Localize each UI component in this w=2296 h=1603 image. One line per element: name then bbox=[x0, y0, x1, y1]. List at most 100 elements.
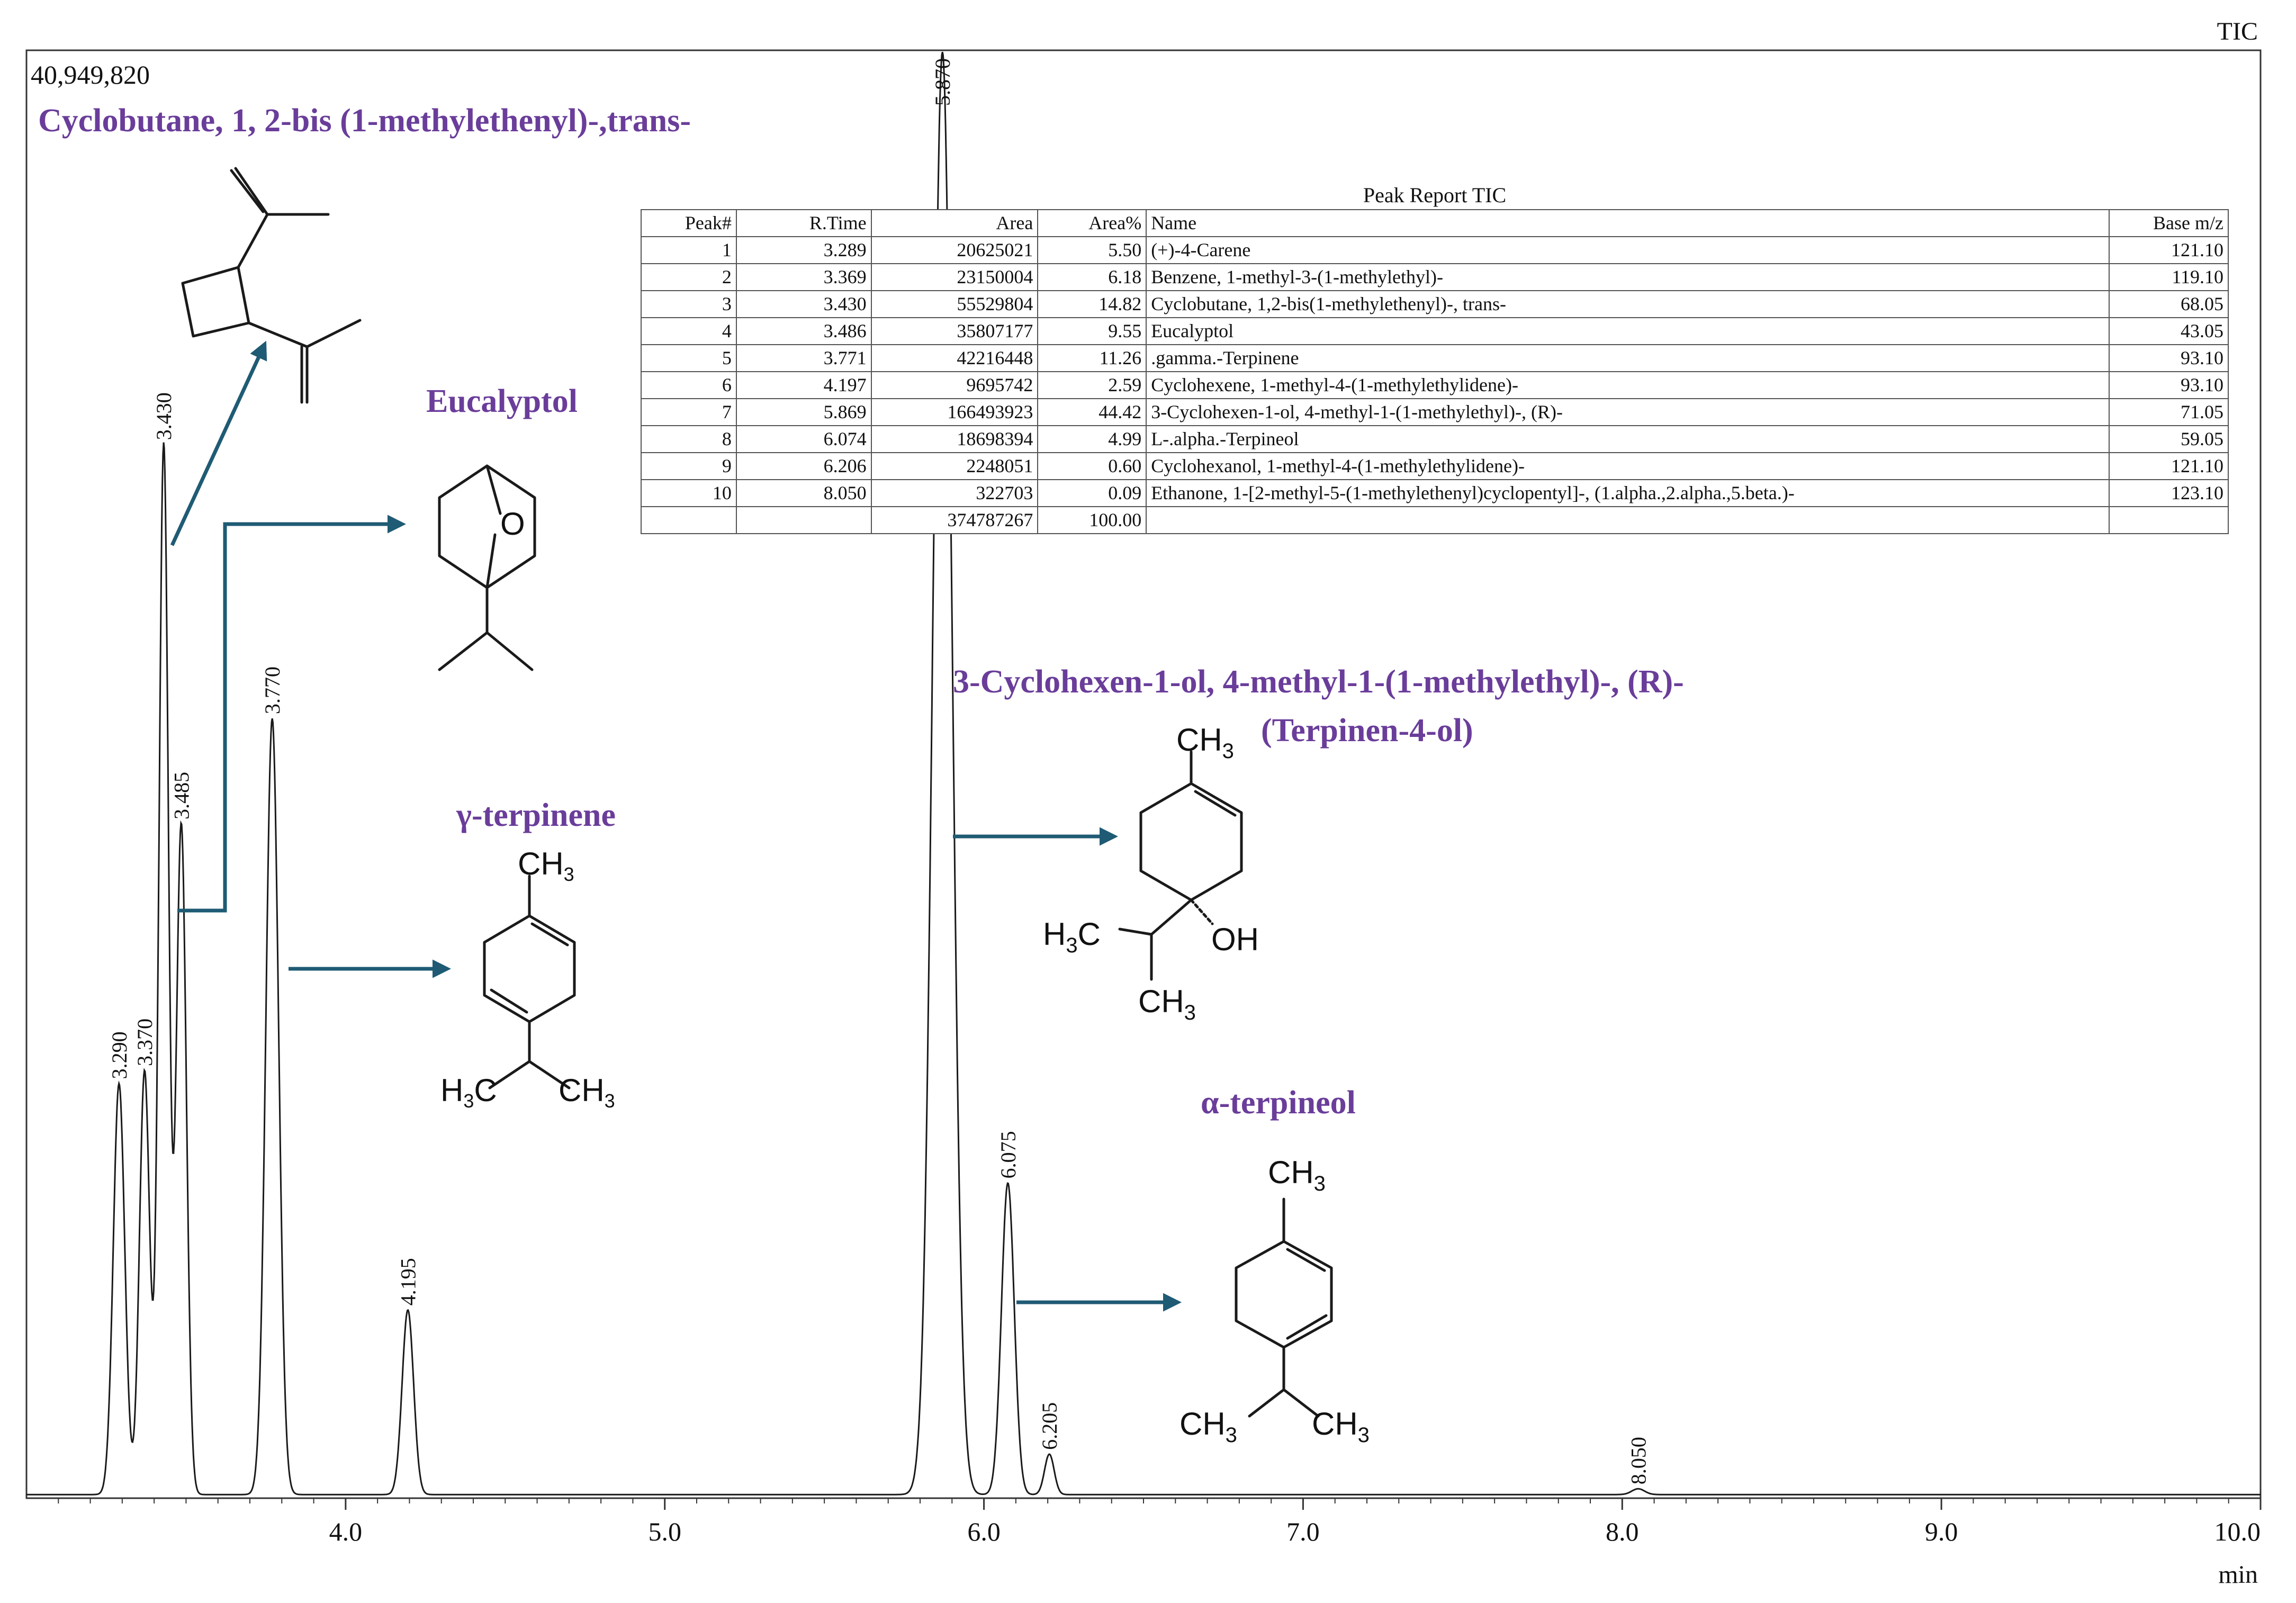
cell-rtime: 5.869 bbox=[735, 398, 872, 426]
annotation-terpinen-4-ol: (Terpinen-4-ol) bbox=[1261, 713, 1473, 749]
header-base-mz: Base m/z bbox=[2109, 209, 2229, 237]
peak-label: 3.290 bbox=[107, 1031, 131, 1079]
annotation-cyclobutane: Cyclobutane, 1, 2-bis (1-methylethenyl)-… bbox=[38, 103, 691, 139]
cell-area-pct: 5.50 bbox=[1037, 236, 1147, 264]
trace-label: TIC bbox=[2217, 17, 2258, 46]
structure-terpinen-4-ol bbox=[1118, 750, 1243, 981]
cell-area: 20625021 bbox=[870, 236, 1039, 264]
annotation-terpinen-4-ol-name: 3-Cyclohexen-1-ol, 4-methyl-1-(1-methyle… bbox=[953, 664, 1684, 700]
cell-rtime: 6.074 bbox=[735, 425, 872, 453]
annotation-eucalyptol: Eucalyptol bbox=[426, 383, 578, 419]
x-tick-label: 5.0 bbox=[648, 1517, 681, 1546]
cell-area: 18698394 bbox=[870, 425, 1039, 453]
cell-area-pct: 44.42 bbox=[1037, 398, 1147, 426]
header-peak: Peak# bbox=[641, 209, 737, 237]
atom-ch3-t4ol-bottom: CH3 bbox=[1138, 984, 1196, 1024]
cell-rtime: 8.050 bbox=[735, 479, 872, 507]
structure-alpha-terpineol bbox=[1235, 1197, 1333, 1418]
cell-name: 3-Cyclohexen-1-ol, 4-methyl-1-(1-methyle… bbox=[1146, 398, 2110, 426]
cell-rtime: 3.369 bbox=[735, 263, 872, 291]
cell-peak: 6 bbox=[641, 371, 737, 399]
atom-oh-t4ol: OH bbox=[1211, 922, 1259, 957]
cell-area-pct: 14.82 bbox=[1037, 290, 1147, 318]
arrow-eucalyptol bbox=[177, 515, 406, 913]
x-tick-label: 6.0 bbox=[967, 1517, 1001, 1546]
cell-rtime: 4.197 bbox=[735, 371, 872, 399]
atom-h3c-gamma: H3C bbox=[440, 1073, 497, 1112]
cell-base-mz: 121.10 bbox=[2109, 236, 2229, 264]
tic-line bbox=[26, 51, 2261, 1496]
cell-peak: 1 bbox=[641, 236, 737, 264]
cell-area-pct: 9.55 bbox=[1037, 317, 1147, 345]
cell-area: 55529804 bbox=[870, 290, 1039, 318]
cell-rtime: 6.206 bbox=[735, 452, 872, 480]
cell-area-pct: 2.59 bbox=[1037, 371, 1147, 399]
cell-area: 166493923 bbox=[870, 398, 1039, 426]
cell-peak: 3 bbox=[641, 290, 737, 318]
cell-name: L-.alpha.-Terpineol bbox=[1146, 425, 2110, 453]
cell-base-mz: 121.10 bbox=[2109, 452, 2229, 480]
atom-h3c-t4ol: H3C bbox=[1043, 916, 1101, 957]
structure-eucalyptol bbox=[438, 464, 536, 671]
cell-area: 23150004 bbox=[870, 263, 1039, 291]
cell-rtime: 3.430 bbox=[735, 290, 872, 318]
header-area: Area bbox=[870, 209, 1039, 237]
cell-area: 9695742 bbox=[870, 371, 1039, 399]
cell-peak: 4 bbox=[641, 317, 737, 345]
atom-ch3-aterp-left: CH3 bbox=[1179, 1406, 1237, 1447]
atom-ch3-aterp-top: CH3 bbox=[1268, 1155, 1326, 1195]
cell-area-pct: 11.26 bbox=[1037, 344, 1147, 372]
peak-label: 8.050 bbox=[1626, 1437, 1650, 1484]
cell-area: 322703 bbox=[870, 479, 1039, 507]
structure-gamma-terpinene bbox=[483, 875, 576, 1089]
cell-rtime: 3.771 bbox=[735, 344, 872, 372]
cell-rtime: 3.289 bbox=[735, 236, 872, 264]
cell-name: .gamma.-Terpinene bbox=[1146, 344, 2110, 372]
cell-rtime bbox=[735, 506, 872, 534]
x-tick-label: 9.0 bbox=[1925, 1517, 1958, 1546]
cell-peak: 8 bbox=[641, 425, 737, 453]
peak-label: 3.770 bbox=[260, 667, 284, 714]
cell-peak: 5 bbox=[641, 344, 737, 372]
cell-base-mz: 68.05 bbox=[2109, 290, 2229, 318]
cell-base-mz: 71.05 bbox=[2109, 398, 2229, 426]
tic-trace bbox=[26, 51, 2261, 1496]
x-tick-label: 4.0 bbox=[329, 1517, 363, 1546]
peak-label: 4.195 bbox=[396, 1258, 420, 1305]
atom-ch3-aterp-right: CH3 bbox=[1312, 1406, 1370, 1447]
cell-area-pct: 100.00 bbox=[1037, 506, 1147, 534]
annotation-gamma-terpinene: γ-terpinene bbox=[456, 797, 616, 833]
x-tick-label: 10.0 bbox=[2214, 1517, 2261, 1546]
cell-area-pct: 6.18 bbox=[1037, 263, 1147, 291]
cell-peak bbox=[641, 506, 737, 534]
peak-label: 6.075 bbox=[996, 1131, 1020, 1178]
cell-name: Benzene, 1-methyl-3-(1-methylethyl)- bbox=[1146, 263, 2110, 291]
cell-area: 2248051 bbox=[870, 452, 1039, 480]
cell-base-mz: 119.10 bbox=[2109, 263, 2229, 291]
atom-oxygen: O bbox=[500, 506, 525, 542]
cell-base-mz: 123.10 bbox=[2109, 479, 2229, 507]
cell-base-mz: 59.05 bbox=[2109, 425, 2229, 453]
cell-base-mz: 93.10 bbox=[2109, 371, 2229, 399]
x-tick-label: 7.0 bbox=[1286, 1517, 1320, 1546]
cell-name: (+)-4-Carene bbox=[1146, 236, 2110, 264]
cell-area-pct: 0.09 bbox=[1037, 479, 1147, 507]
atom-ch3-gamma-right: CH3 bbox=[559, 1073, 615, 1112]
cell-name: Eucalyptol bbox=[1146, 317, 2110, 345]
max-intensity-label: 40,949,820 bbox=[31, 60, 150, 89]
cell-area: 42216448 bbox=[870, 344, 1039, 372]
cell-name: Ethanone, 1-[2-methyl-5-(1-methylethenyl… bbox=[1146, 479, 2110, 507]
cell-peak: 2 bbox=[641, 263, 737, 291]
structure-cyclobutane bbox=[181, 167, 362, 404]
